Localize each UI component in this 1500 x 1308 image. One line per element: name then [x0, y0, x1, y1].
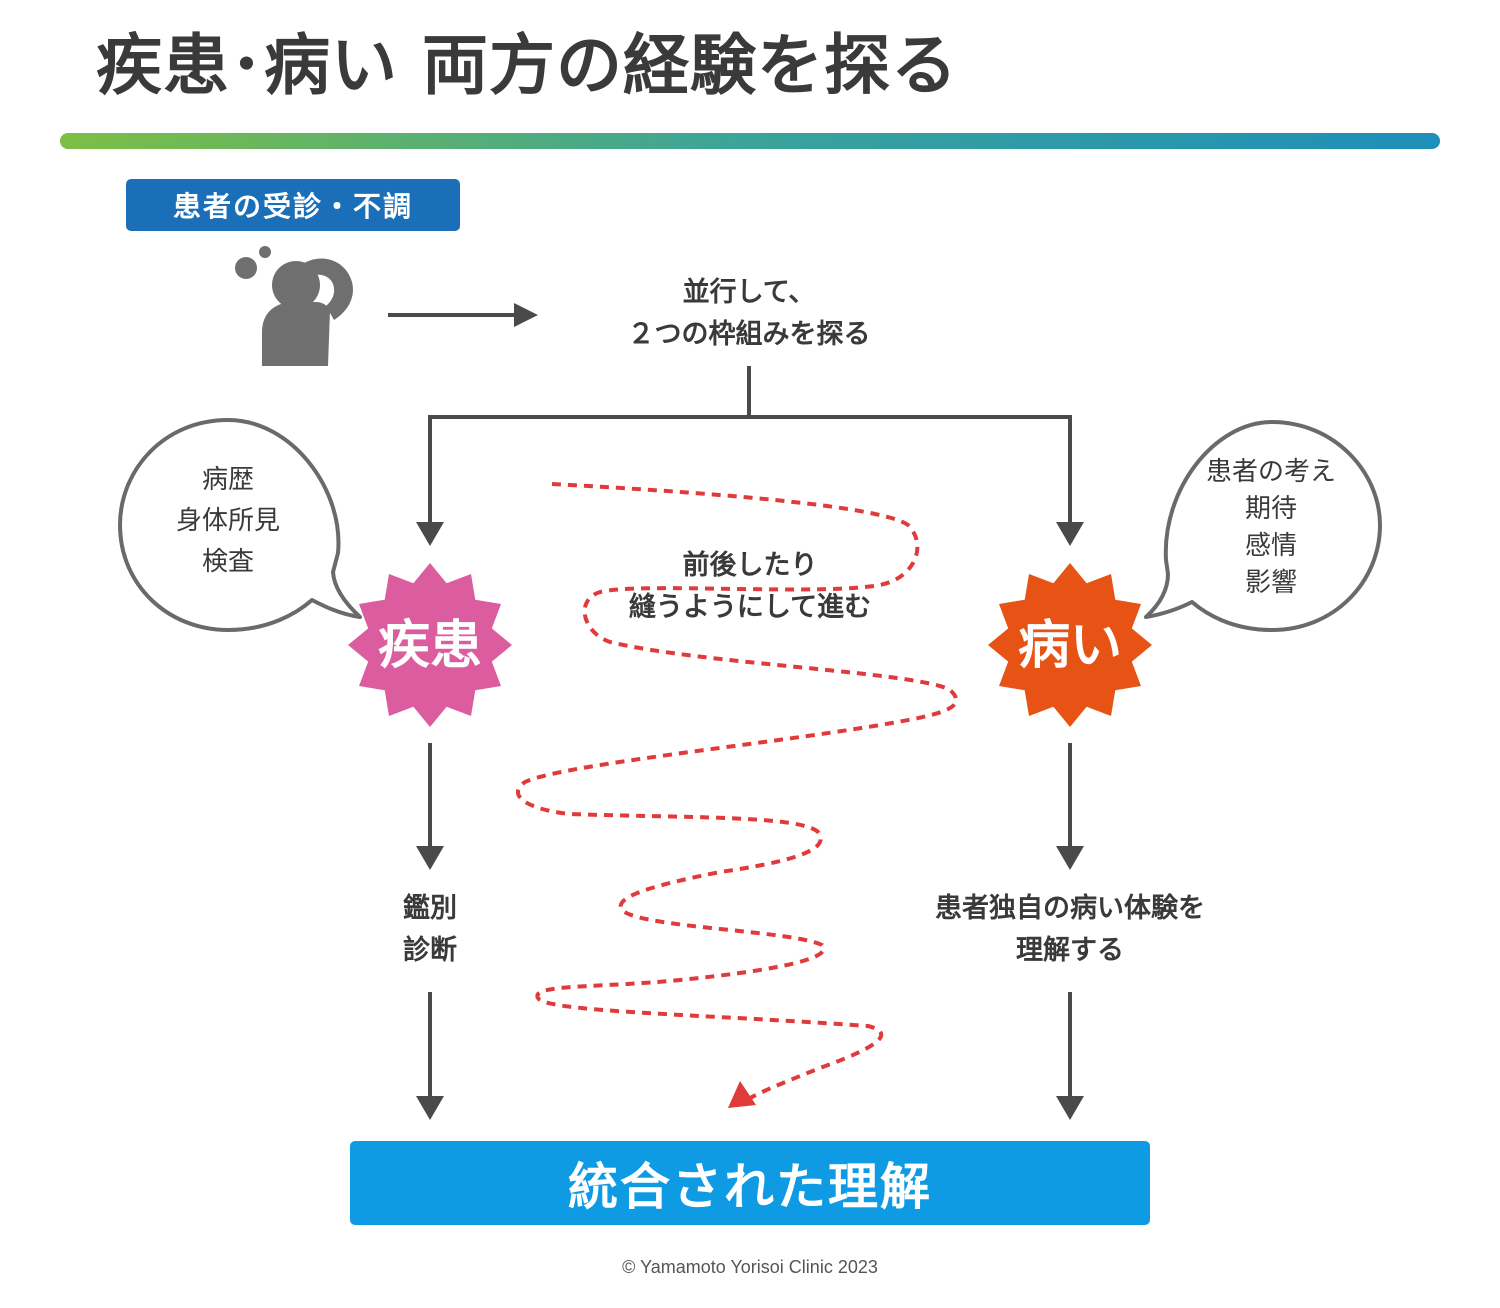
illness-arrows [1056, 743, 1084, 1120]
copyright-text: © Yamamoto Yorisoi Clinic 2023 [622, 1257, 878, 1277]
zigzag-text-line: 前後したり [682, 550, 818, 581]
illness-label: 病い [1017, 616, 1122, 676]
page-title: 疾患･病い 両方の経験を探る [96, 27, 958, 104]
illness-bubble-text: 患者の考え 期待 感情 影響 [1180, 454, 1362, 602]
arrow-to-parallel [388, 303, 538, 327]
illness-outcome-line: 理解する [1016, 935, 1124, 966]
parallel-text-line: ２つの枠組みを探る [627, 319, 871, 350]
illness-outcome-line: 患者独自の病い体験を [935, 893, 1205, 924]
disease-arrows [416, 743, 444, 1120]
parallel-text-line: 並行して、 [682, 277, 816, 308]
illness-bubble-item: 感情 [1244, 531, 1297, 561]
illness-speech-bubble [1144, 420, 1382, 632]
branch-connector [428, 366, 1072, 530]
disease-bubble-item: 検査 [201, 547, 254, 577]
title-underline [60, 133, 1440, 149]
illness-star-badge [988, 563, 1152, 727]
zigzag-text: 前後したり 縫うようにして進む [590, 545, 910, 629]
illness-bubble-item: 患者の考え [1205, 457, 1336, 487]
parallel-explore-text: 並行して、 ２つの枠組みを探る [599, 272, 899, 356]
disease-outcome-line: 鑑別 [403, 893, 457, 924]
patient-label: 患者の受診・不調 [126, 179, 460, 231]
illness-outcome: 患者独自の病い体験を 理解する [900, 888, 1240, 972]
zigzag-dashed-path [516, 482, 959, 1108]
person-headache-icon [235, 246, 353, 366]
disease-star-badge [348, 563, 512, 727]
disease-label: 疾患 [377, 616, 482, 676]
illness-bubble-item: 影響 [1244, 568, 1297, 598]
disease-outcome-line: 診断 [403, 935, 457, 966]
zigzag-text-line: 縫うようにして進む [628, 592, 872, 623]
disease-bubble-item: 身体所見 [175, 506, 280, 536]
integrated-understanding-box: 統合された理解 [350, 1141, 1150, 1225]
disease-bubble-item: 病歴 [201, 465, 254, 495]
illness-bubble-item: 期待 [1244, 494, 1297, 524]
disease-outcome: 鑑別 診断 [350, 888, 510, 972]
disease-speech-bubble [118, 418, 362, 632]
disease-bubble-text: 病歴 身体所見 検査 [133, 460, 323, 583]
